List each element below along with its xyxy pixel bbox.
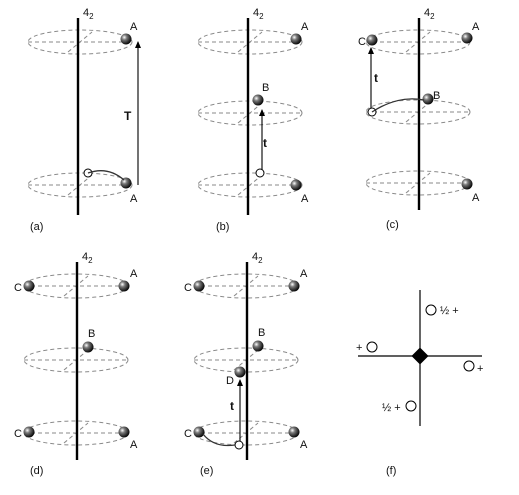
atom-ball (422, 93, 434, 105)
atom-label-c: C (184, 282, 192, 294)
plane-ellipse (27, 172, 133, 198)
equivalent-position (405, 400, 417, 412)
panel-f: ½ + + + ½ + (f) (356, 290, 483, 477)
plane-ellipse (365, 99, 471, 125)
atom-label-a: A (301, 21, 309, 33)
caption-c: (c) (386, 219, 399, 231)
atom-ball (82, 341, 94, 353)
height-label: + (477, 363, 483, 375)
panel-e: 42 C A B D C A t (e) (184, 251, 308, 477)
translation-label-T: T (124, 109, 132, 123)
axis-label: 42 (424, 7, 435, 21)
plane-diagonal (67, 31, 93, 53)
equivalent-position (425, 304, 437, 316)
atom-ball (23, 426, 35, 438)
hollow-position (255, 168, 265, 178)
hollow-position (234, 440, 244, 450)
atom-ball (120, 177, 132, 189)
plane-ellipse (27, 29, 133, 55)
atom-label-c: C (184, 428, 192, 440)
atom-label-a: A (130, 268, 138, 280)
atom-label-a: A (130, 193, 138, 205)
atom-ball (461, 178, 473, 190)
panel-c: 42 C A B A t (c) (358, 7, 480, 231)
plane-ellipse (23, 347, 129, 373)
height-label: ½ + (382, 402, 401, 414)
equivalent-position (366, 341, 378, 353)
translation-label-t: t (230, 399, 234, 413)
atom-ball (234, 366, 246, 378)
atom-label-c: C (358, 36, 366, 48)
atom-label-a: A (130, 439, 138, 451)
atom-ball (120, 33, 132, 45)
atom-label-a: A (301, 193, 309, 205)
atom-label-b: B (88, 328, 95, 340)
atom-label-d: D (226, 375, 234, 387)
atom-ball (290, 33, 302, 45)
equivalent-position (463, 360, 475, 372)
rotation-path (371, 98, 425, 113)
fourfold-screw-symbol (411, 347, 429, 365)
plane-ellipse (197, 172, 303, 198)
atom-ball (23, 280, 35, 292)
atom-label-a: A (300, 268, 308, 280)
atom-ball (118, 280, 130, 292)
atom-ball (118, 426, 130, 438)
atom-ball (366, 34, 378, 46)
rotation-path (202, 433, 236, 447)
atom-label-c: C (14, 428, 22, 440)
plane-diagonal (237, 102, 263, 124)
axis-label: 42 (252, 251, 263, 265)
translation-label-t: t (374, 71, 378, 85)
atom-ball (461, 32, 473, 44)
atom-ball (288, 280, 300, 292)
atom-label-a: A (472, 192, 480, 204)
panel-b: 42 A B A t (b) (197, 7, 309, 233)
caption-d: (d) (30, 465, 43, 477)
panel-d: 42 C A B C A (d) (14, 251, 138, 477)
caption-e: (e) (200, 465, 213, 477)
plane-ellipse (193, 347, 299, 373)
atom-label-a: A (130, 21, 138, 33)
height-label: ½ + (440, 305, 459, 317)
axis-label: 42 (83, 7, 94, 21)
atom-label-b: B (262, 82, 269, 94)
caption-b: (b) (216, 221, 229, 233)
height-label: + (356, 342, 362, 354)
atom-label-b: B (258, 327, 265, 339)
atom-ball (290, 179, 302, 191)
caption-f: (f) (386, 465, 396, 477)
atom-ball (252, 340, 264, 352)
translation-label-t: t (263, 136, 267, 150)
plane-diagonal (237, 174, 263, 196)
atom-label-a: A (472, 21, 480, 33)
plane-ellipse (197, 29, 303, 55)
atom-label-a: A (300, 439, 308, 451)
panel-a: 42 A A T (a) (27, 7, 141, 233)
atom-ball (193, 280, 205, 292)
plane-ellipse (197, 100, 303, 126)
atom-ball (252, 94, 264, 106)
plane-diagonal (67, 174, 93, 196)
plane-diagonal (237, 31, 263, 53)
atom-ball (288, 426, 300, 438)
atom-label-c: C (14, 282, 22, 294)
rotation-path (87, 170, 125, 181)
axis-label: 42 (82, 251, 93, 265)
caption-a: (a) (30, 221, 43, 233)
axis-label: 42 (253, 7, 264, 21)
atom-ball (193, 426, 205, 438)
atom-label-b: B (433, 90, 440, 102)
